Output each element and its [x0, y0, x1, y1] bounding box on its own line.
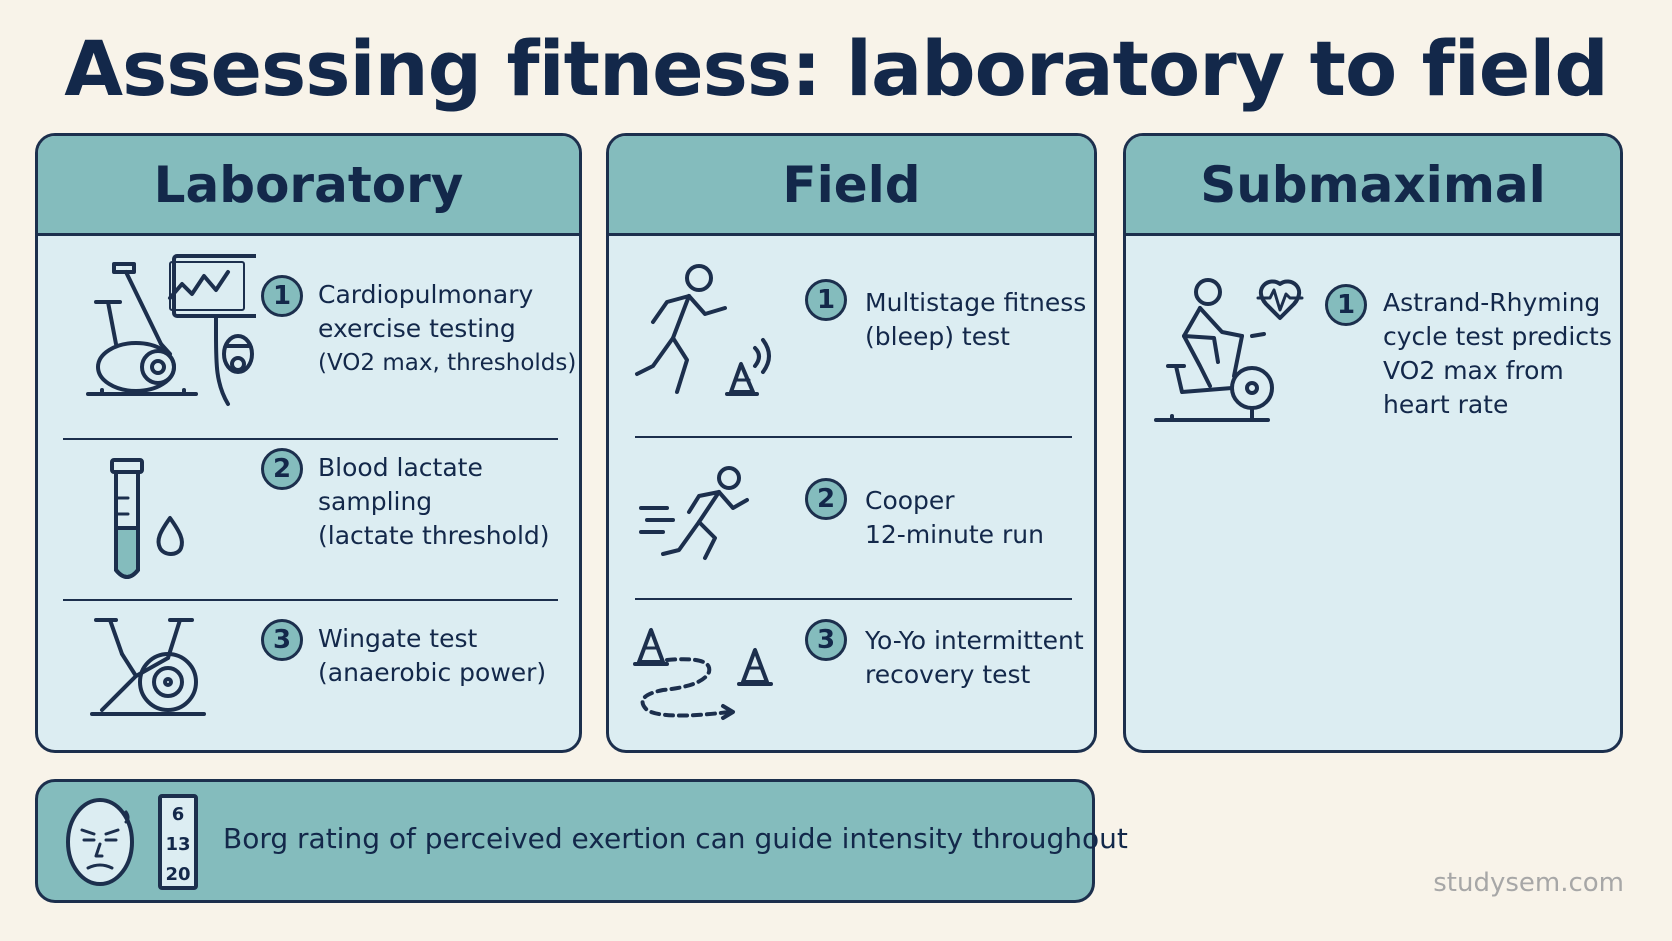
lab-item-2-number: 2: [261, 448, 303, 490]
laboratory-panel: Laboratory 1 Cardiopulmonary exercise te…: [35, 133, 582, 753]
page-title: Assessing fitness: laboratory to field: [64, 24, 1609, 113]
field-item-2-number: 2: [805, 478, 847, 520]
borg-text: Borg rating of perceived exertion can gu…: [223, 822, 1128, 855]
borg-scale-20: 20: [165, 864, 190, 885]
lab-item-3-number: 3: [261, 619, 303, 661]
lab-divider-1: [63, 438, 558, 440]
lab-item-2-text: Blood lactate sampling (lactate threshol…: [318, 453, 550, 550]
submaximal-heading: Submaximal: [1126, 136, 1620, 236]
exercise-bike-monitor-mask-icon: [86, 254, 256, 406]
borg-scale-13: 13: [165, 834, 190, 855]
field-divider-2: [635, 598, 1072, 600]
lab-item-3-text: Wingate test (anaerobic power): [318, 624, 547, 687]
runner-cone-sound-icon: [635, 264, 771, 396]
borg-scale-6: 6: [172, 804, 185, 825]
watermark: studysem.com: [1433, 868, 1624, 898]
submaximal-panel: Submaximal 1 Astrand-Rhyming cycle test …: [1123, 133, 1623, 753]
test-tube-drop-icon: [110, 458, 184, 579]
cyclist-heart-rate-icon: [1154, 278, 1304, 422]
tired-face-icon: 6 13 20: [66, 794, 198, 890]
field-divider-1: [635, 436, 1072, 438]
field-item-1-text: Multistage fitness (bleep) test: [865, 288, 1087, 351]
sub-item-1-number: 1: [1325, 284, 1367, 326]
lab-divider-2: [63, 599, 558, 601]
field-panel: Field 1 Multistage fitness (bleep) test …: [606, 133, 1097, 753]
cones-path-icon: [633, 628, 773, 720]
field-item-1-number: 1: [805, 279, 847, 321]
lab-item-1-number: 1: [261, 275, 303, 317]
field-item-3-number: 3: [805, 619, 847, 661]
borg-banner: 6 13 20 Borg rating of perceived exertio…: [35, 779, 1128, 903]
field-heading: Field: [609, 136, 1094, 236]
sub-item-1-text: Astrand-Rhyming cycle test predicts VO2 …: [1383, 288, 1612, 419]
sprinter-icon: [639, 466, 749, 560]
laboratory-heading: Laboratory: [38, 136, 579, 236]
field-item-3-text: Yo-Yo intermittent recovery test: [865, 626, 1084, 689]
stationary-bike-icon: [90, 618, 206, 716]
lab-item-1-text: Cardiopulmonary exercise testing (VO2 ma…: [318, 280, 577, 376]
field-item-2-text: Cooper 12-minute run: [865, 486, 1044, 549]
